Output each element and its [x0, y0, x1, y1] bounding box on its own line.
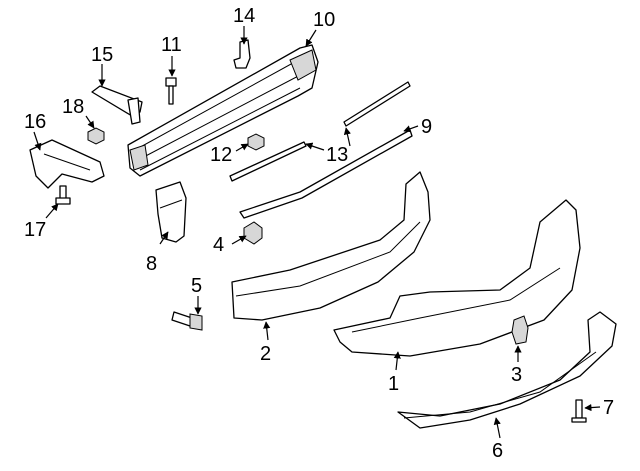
part-12-nut — [247, 133, 265, 151]
part-9-molding — [239, 129, 413, 219]
callout-11: 11 — [161, 34, 182, 56]
leader-17 — [45, 203, 59, 219]
part-15-bracket — [91, 85, 143, 125]
callout-10: 10 — [313, 9, 335, 31]
part-18-nut — [87, 127, 105, 145]
leader-18 — [85, 115, 95, 129]
part-17-screw — [55, 185, 71, 205]
leader-12 — [235, 143, 249, 152]
part-16-side-bracket — [29, 139, 105, 189]
callout-17: 17 — [24, 219, 46, 241]
part-14-clip — [233, 39, 251, 69]
part-1-bumper-cover — [333, 199, 581, 357]
part-6-lower-valance — [397, 311, 617, 429]
part-7-screw — [571, 399, 587, 423]
callout-numbers: 1 2 3 4 5 6 7 8 9 10 11 12 13 14 15 16 1… — [24, 5, 614, 462]
callout-5: 5 — [191, 275, 202, 297]
leader-10 — [305, 29, 317, 47]
part-2-bumper-absorber — [231, 171, 431, 321]
leader-7 — [584, 403, 601, 412]
leader-13b — [343, 127, 351, 147]
leader-16 — [33, 131, 42, 151]
callout-15: 15 — [91, 44, 113, 66]
leader-1 — [393, 351, 401, 371]
leader-4 — [231, 235, 247, 245]
leader-9 — [403, 125, 419, 133]
callout-16: 16 — [24, 111, 46, 133]
part-10-reinforcement-beam — [127, 44, 319, 177]
part-11-bolt — [165, 77, 177, 105]
part-8-bracket-plate — [155, 181, 187, 243]
callout-9: 9 — [421, 116, 432, 138]
callout-4: 4 — [213, 234, 224, 256]
callout-18: 18 — [62, 96, 84, 118]
leader-13a — [305, 142, 325, 151]
leader-lines — [33, 26, 601, 439]
callout-2: 2 — [260, 343, 271, 365]
callout-1: 1 — [388, 373, 399, 395]
part-4-nut — [243, 221, 263, 245]
callout-14: 14 — [233, 5, 255, 27]
leader-6 — [493, 417, 501, 439]
callout-13: 13 — [326, 144, 348, 166]
callout-8: 8 — [146, 253, 157, 275]
leader-8 — [159, 231, 169, 245]
callout-12: 12 — [210, 144, 232, 166]
callout-3: 3 — [511, 364, 522, 386]
callout-7: 7 — [603, 397, 614, 419]
callout-6: 6 — [492, 440, 503, 462]
leader-2 — [263, 321, 271, 341]
part-5-screw — [171, 311, 203, 331]
part-3-clip — [511, 315, 529, 345]
